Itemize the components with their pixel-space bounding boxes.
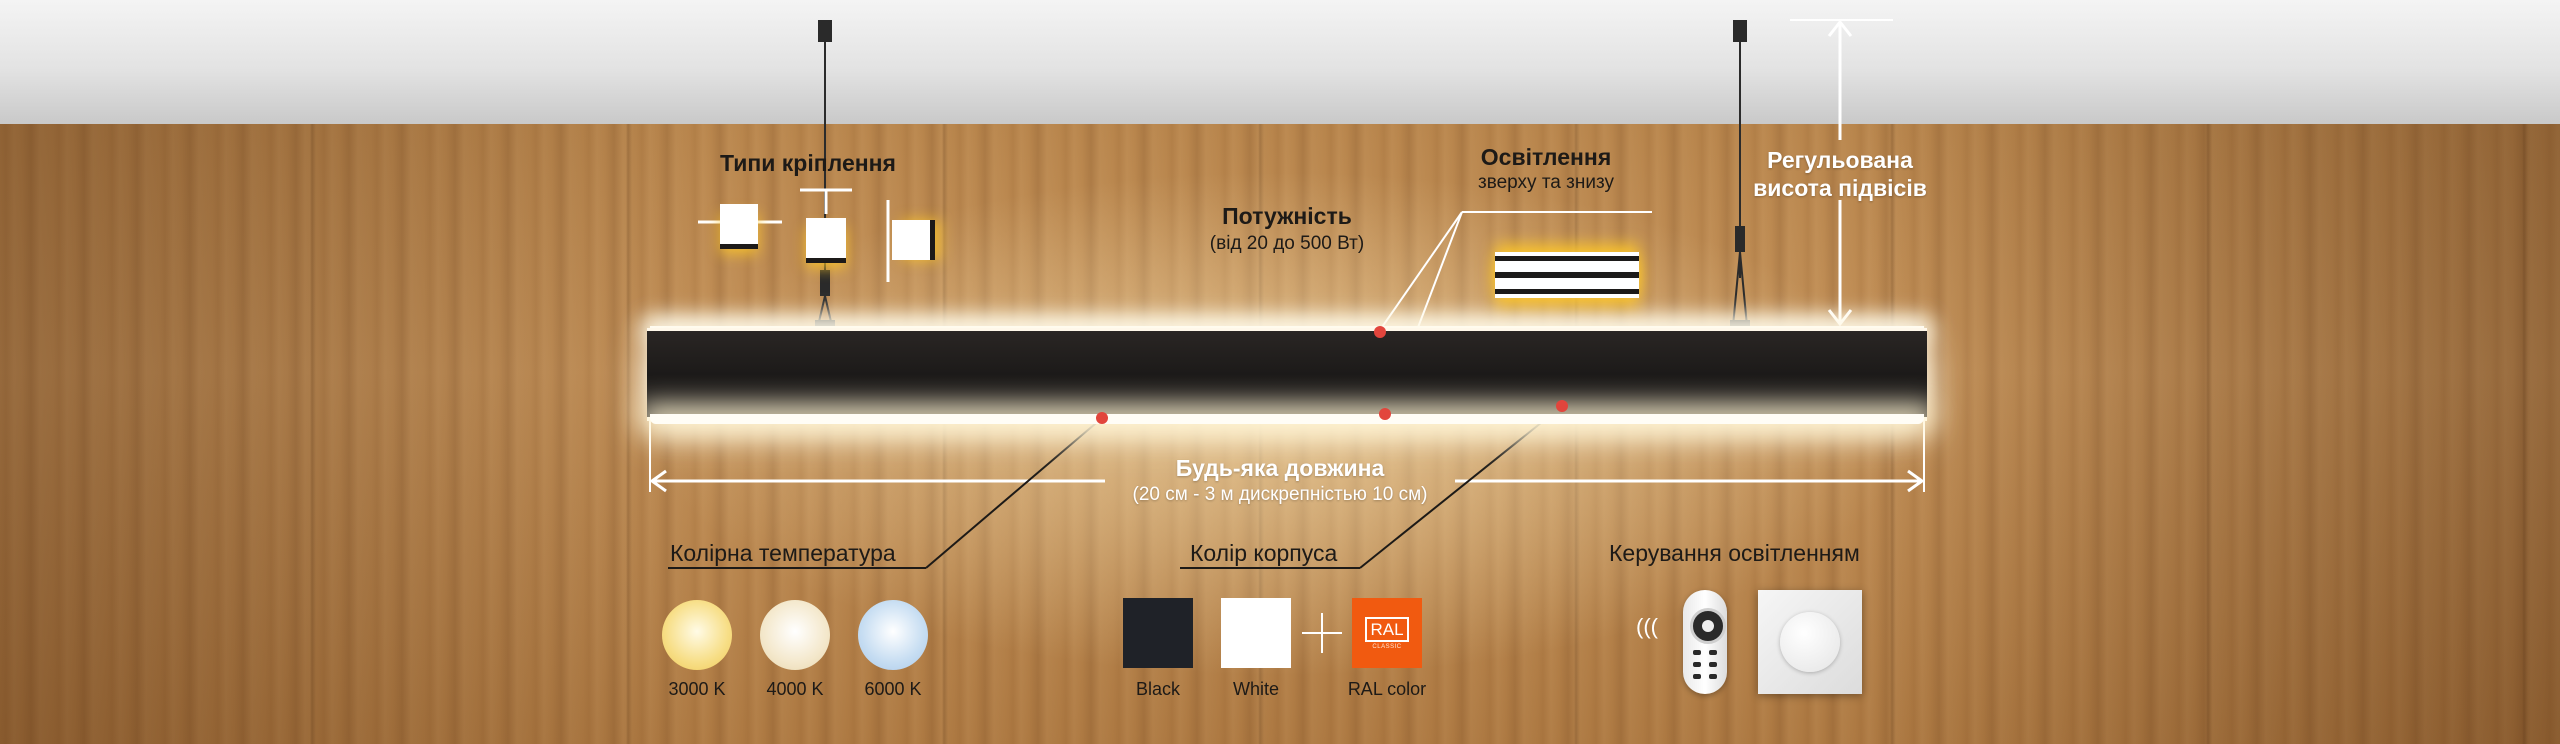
remote-control-icon bbox=[1683, 590, 1727, 694]
height-line2: висота підвісів bbox=[1753, 175, 1927, 201]
control-title: Керування освітленням bbox=[1609, 540, 1860, 566]
up-down-light-icon bbox=[1495, 252, 1639, 298]
signal-waves-icon: ((( bbox=[1636, 614, 1658, 639]
dot-lighting bbox=[1379, 408, 1391, 420]
suspended-mount-icon bbox=[806, 218, 846, 258]
linear-pendant-lamp bbox=[647, 331, 1927, 417]
ceiling bbox=[0, 0, 2560, 124]
label-black: Black bbox=[1135, 679, 1181, 699]
ral-logo-subtext: CLASSIC bbox=[1372, 643, 1402, 650]
ral-logo-text: RAL bbox=[1365, 616, 1409, 642]
label-4000k: 4000 K bbox=[766, 679, 824, 699]
ceiling-mount-icon bbox=[720, 204, 758, 244]
dot-power bbox=[1374, 326, 1386, 338]
power-subtitle: (від 20 до 500 Вт) bbox=[1209, 233, 1365, 254]
lighting-title: Освітлення bbox=[1480, 144, 1612, 170]
power-title: Потужність bbox=[1222, 203, 1352, 229]
swatch-3000k bbox=[662, 600, 732, 670]
label-white: White bbox=[1232, 679, 1280, 699]
swatch-6000k bbox=[858, 600, 928, 670]
body-color-title: Колір корпуса bbox=[1190, 540, 1338, 566]
label-ral: RAL color bbox=[1347, 679, 1427, 699]
label-3000k: 3000 K bbox=[668, 679, 726, 699]
color-temperature-title: Колірна температура bbox=[670, 540, 896, 566]
dot-body-color bbox=[1556, 400, 1568, 412]
swatch-4000k bbox=[760, 600, 830, 670]
ceiling-mount-left bbox=[818, 20, 832, 42]
height-line1: Регульована bbox=[1767, 147, 1913, 173]
dot-color-temperature bbox=[1096, 412, 1108, 424]
swatch-ral: RAL CLASSIC bbox=[1352, 598, 1422, 668]
wall-mount-icon bbox=[892, 220, 930, 260]
length-title: Будь-яка довжина bbox=[1175, 455, 1385, 481]
label-6000k: 6000 K bbox=[864, 679, 922, 699]
dimmer-icon bbox=[1758, 590, 1862, 694]
swatch-black bbox=[1123, 598, 1193, 668]
swatch-white bbox=[1221, 598, 1291, 668]
lighting-subtitle: зверху та знизу bbox=[1478, 172, 1614, 193]
mounting-title: Типи кріплення bbox=[720, 150, 896, 176]
ceiling-mount-right bbox=[1733, 20, 1747, 42]
length-subtitle: (20 см - 3 м дискрепністью 10 см) bbox=[1132, 484, 1428, 505]
